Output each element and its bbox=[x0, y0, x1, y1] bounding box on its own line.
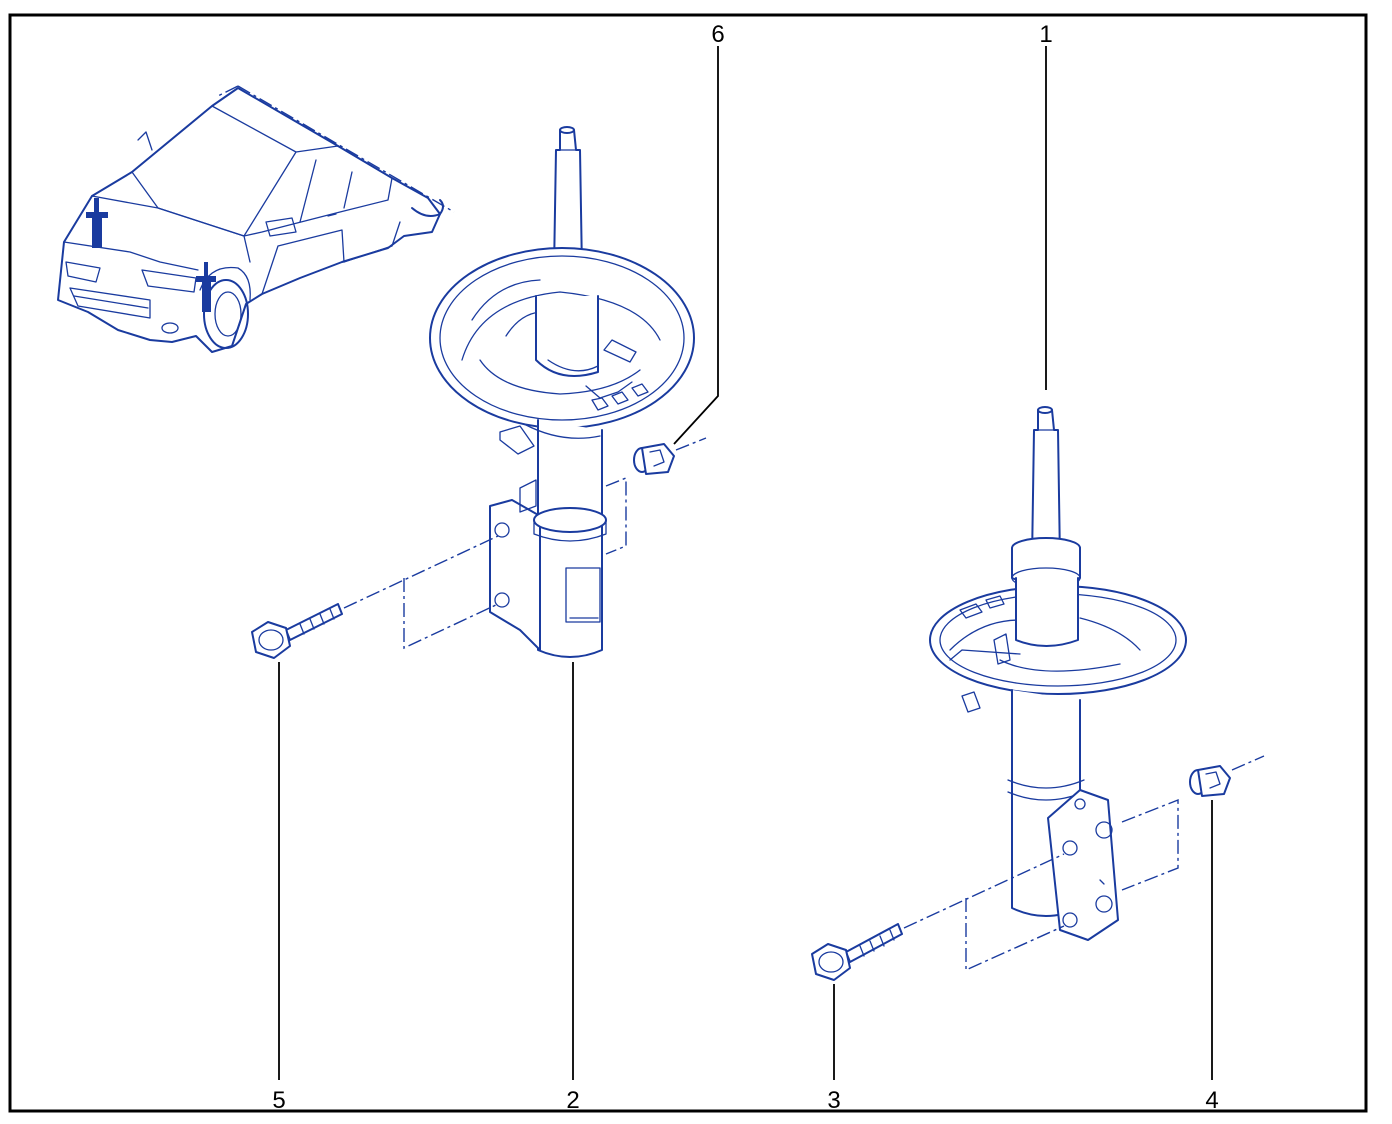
callout-5: 5 bbox=[272, 1087, 285, 1114]
callout-2: 2 bbox=[566, 1087, 579, 1114]
left-strut-bolt bbox=[251, 535, 499, 659]
right-strut-bolt bbox=[811, 853, 1065, 981]
callout-4: 4 bbox=[1205, 1087, 1218, 1114]
callout-3: 3 bbox=[827, 1087, 840, 1114]
callout-1: 1 bbox=[1039, 21, 1052, 48]
highlighted-strut-front-right bbox=[196, 262, 216, 312]
diagram-border bbox=[8, 13, 1368, 1113]
car-locator-illustration bbox=[57, 85, 455, 353]
callout-labels: 1 6 5 2 3 4 bbox=[272, 21, 1218, 1114]
right-strut-nut bbox=[1121, 755, 1265, 891]
left-strut-assembly bbox=[429, 126, 695, 658]
highlighted-strut-front-left bbox=[86, 198, 108, 248]
callout-leaders bbox=[278, 46, 1213, 1080]
right-strut-assembly bbox=[929, 406, 1187, 941]
callout-6: 6 bbox=[711, 21, 724, 48]
leader-6 bbox=[673, 46, 719, 445]
left-strut-nut bbox=[605, 437, 707, 555]
